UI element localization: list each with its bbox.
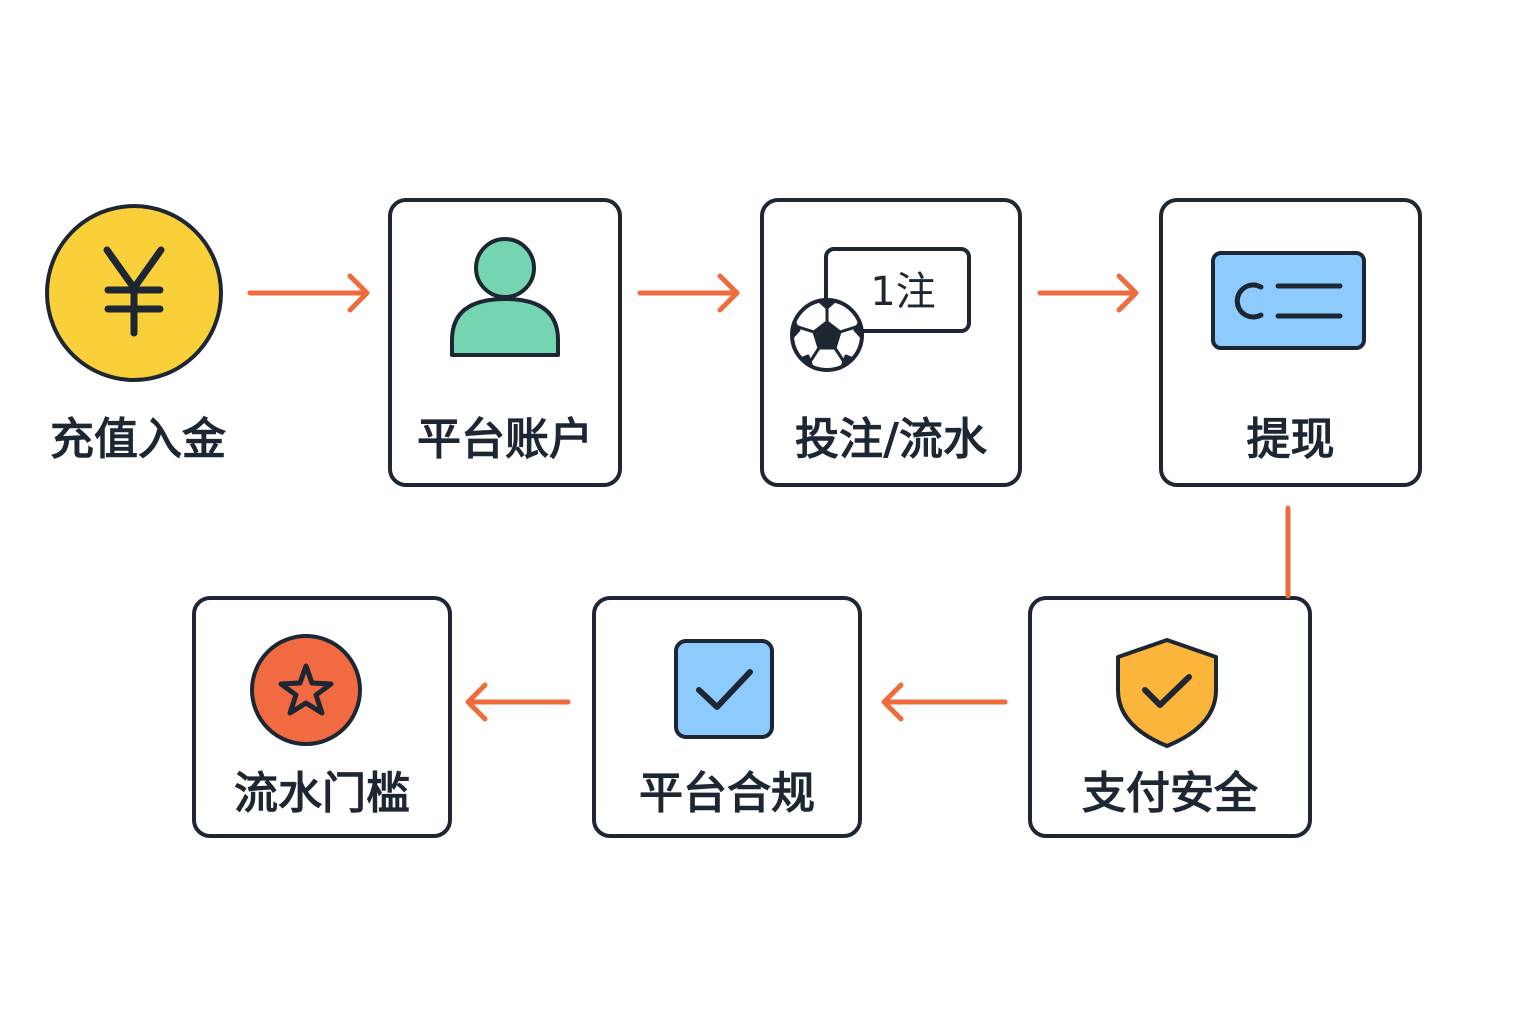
label-threshold: 流水门槛 bbox=[234, 768, 410, 819]
arrow-betting-to-withdraw bbox=[1037, 273, 1139, 313]
bank-card-icon bbox=[1211, 251, 1366, 350]
star-badge-icon bbox=[250, 634, 362, 746]
label-withdraw: 提现 bbox=[1246, 414, 1335, 465]
label-account: 平台账户 bbox=[417, 414, 593, 465]
label-security: 支付安全 bbox=[1082, 768, 1258, 819]
bet-slip-text: 1注 bbox=[870, 269, 935, 315]
checkbox-icon bbox=[674, 639, 774, 739]
arrow-security-to-compliance bbox=[881, 682, 1008, 722]
arrow-deposit-to-account bbox=[247, 273, 370, 313]
soccer-ball-icon bbox=[790, 298, 864, 372]
yen-coin-icon bbox=[45, 204, 223, 382]
label-deposit: 充值入金 bbox=[50, 414, 226, 465]
user-icon bbox=[450, 237, 560, 357]
shield-check-icon bbox=[1116, 638, 1218, 748]
arrow-compliance-to-threshold bbox=[465, 682, 571, 722]
label-betting: 投注/流水 bbox=[794, 414, 988, 465]
label-compliance: 平台合规 bbox=[639, 768, 815, 819]
arrow-account-to-betting bbox=[637, 273, 740, 313]
bet-slip bbox=[824, 247, 971, 333]
